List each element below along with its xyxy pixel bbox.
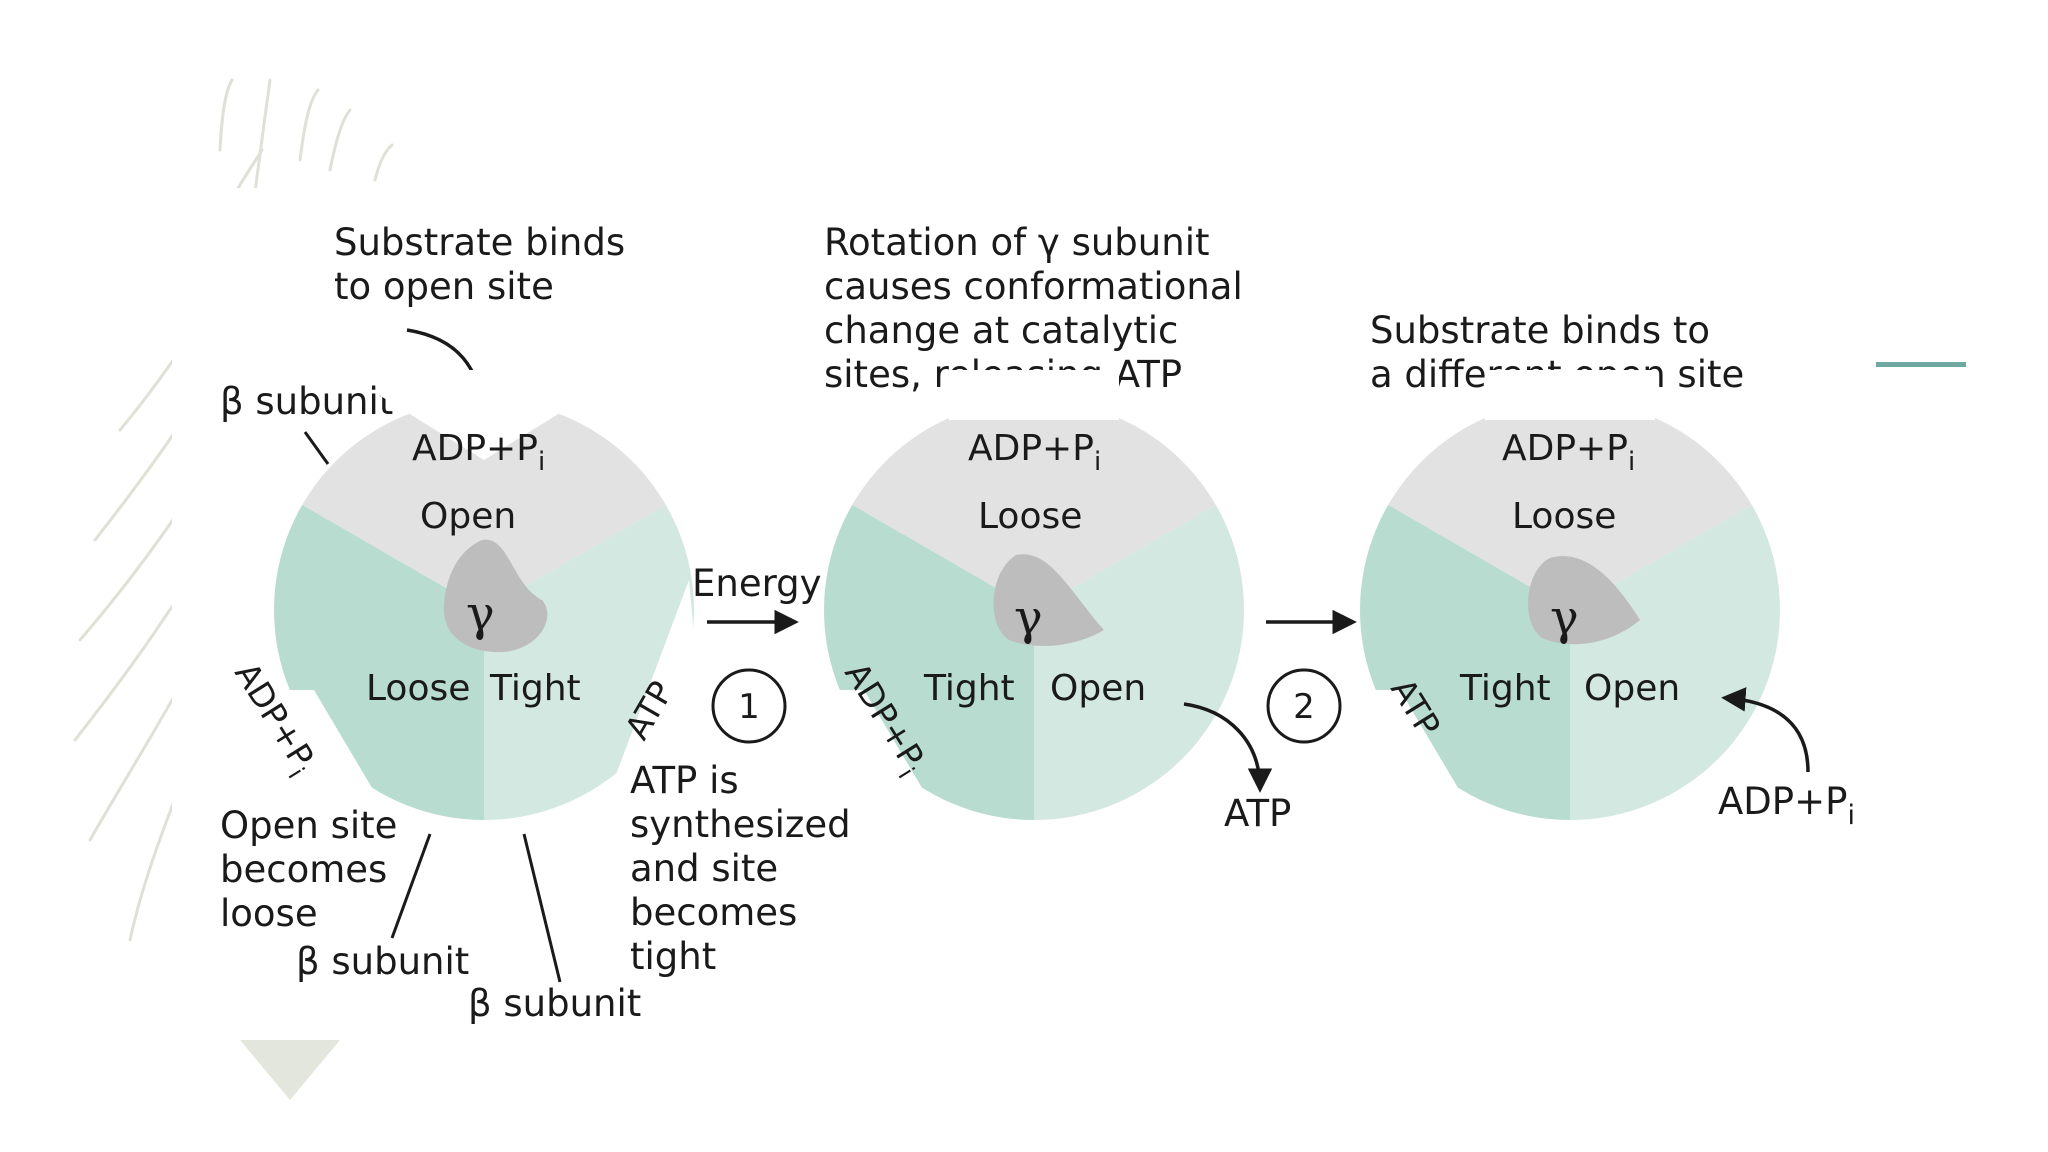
- transition1-note-line1: ATP is: [630, 759, 739, 802]
- left-arm-cutout: [269, 690, 394, 845]
- atp-release-arrow: [1183, 702, 1273, 793]
- step1-gamma-label: γ: [466, 586, 495, 642]
- step3-state-open: Open: [1584, 668, 1680, 709]
- leaf-vein: [218, 78, 234, 152]
- step2-group: Rotation of γ subunit causes conformatio…: [819, 221, 1291, 845]
- beta-left-pointer: [390, 833, 432, 939]
- leaf-tip: [240, 1040, 340, 1100]
- leaf-vein: [373, 143, 394, 182]
- step3-top-site-label: ADP+Pi: [1502, 428, 1635, 477]
- step3-group: Substrate binds to a different open site…: [1355, 309, 1855, 845]
- step2-note-line2: causes conformational: [824, 265, 1243, 308]
- transition1-group: Energy 1 ATP is synthesized and site bec…: [630, 562, 851, 978]
- step1-top-site-label: ADP+Pi: [412, 428, 545, 477]
- step1-state-open: Open: [420, 496, 516, 537]
- step1-beta-left-label: β subunit: [296, 940, 469, 983]
- left-arm-cutout: [819, 690, 944, 845]
- step1-state-tight: Tight: [489, 668, 581, 709]
- step2-note-line1: Rotation of γ subunit: [824, 221, 1209, 264]
- beta-bottom-pointer: [522, 833, 562, 983]
- step2-state-open: Open: [1050, 668, 1146, 709]
- step1-beta-top-label: β subunit: [220, 380, 393, 423]
- step1-number: 1: [738, 687, 760, 727]
- gamma-subunit: [1528, 556, 1640, 645]
- step1-bottom-note-line2: becomes: [220, 848, 387, 891]
- teal-accent-line: [1876, 362, 1966, 367]
- transition1-note-line3: and site: [630, 847, 778, 890]
- atp-synthase-binding-change-diagram: Substrate binds to open site β subunit: [220, 221, 1855, 1025]
- step2-state-tight: Tight: [923, 668, 1015, 709]
- energy-label: Energy: [692, 562, 822, 605]
- gamma-subunit: [993, 554, 1104, 646]
- transition1-note-line2: synthesized: [630, 803, 851, 846]
- step3-incoming-label: ADP+Pi: [1718, 780, 1855, 831]
- transition1-note-line4: becomes: [630, 891, 797, 934]
- step2-state-loose: Loose: [978, 496, 1082, 537]
- step2-top-site-label: ADP+Pi: [968, 428, 1101, 477]
- step1-bottom-note-line3: loose: [220, 892, 318, 935]
- step2-gamma-label: γ: [1014, 590, 1043, 646]
- step1-beta-bottom-label: β subunit: [468, 982, 641, 1025]
- step3-note-line1: Substrate binds to: [1370, 309, 1710, 352]
- step1-bottom-note-line1: Open site: [220, 804, 397, 847]
- top-site-box: [1485, 370, 1655, 420]
- gamma-subunit: [443, 539, 548, 653]
- left-arm-cutout: [1355, 690, 1480, 845]
- step1-note-line2: to open site: [334, 265, 554, 308]
- step2-released-atp-label: ATP: [1224, 792, 1291, 835]
- leaf-vein: [328, 108, 352, 172]
- step3-state-tight: Tight: [1459, 668, 1551, 709]
- substrate-incoming-arrow: [1721, 687, 1810, 773]
- beta-top-pointer: [303, 431, 330, 465]
- top-site-box: [949, 370, 1119, 420]
- top-notch: [379, 370, 589, 460]
- step1-note-line1: Substrate binds: [334, 221, 625, 264]
- step1-state-loose: Loose: [366, 668, 470, 709]
- transition1-note-line5: tight: [630, 935, 716, 978]
- diagram-panel: Substrate binds to open site β subunit: [172, 188, 1876, 1040]
- step3-state-loose: Loose: [1512, 496, 1616, 537]
- step1-number-circle: [711, 668, 787, 744]
- step2-note-line3: change at catalytic: [824, 309, 1178, 352]
- transition2-group: 2: [1266, 609, 1357, 744]
- leaf-vein: [298, 88, 320, 162]
- step2-number-circle: [1266, 668, 1342, 744]
- step3-gamma-label: γ: [1550, 590, 1579, 646]
- step2-number: 2: [1293, 687, 1315, 727]
- right-arm-cutout: [614, 580, 699, 800]
